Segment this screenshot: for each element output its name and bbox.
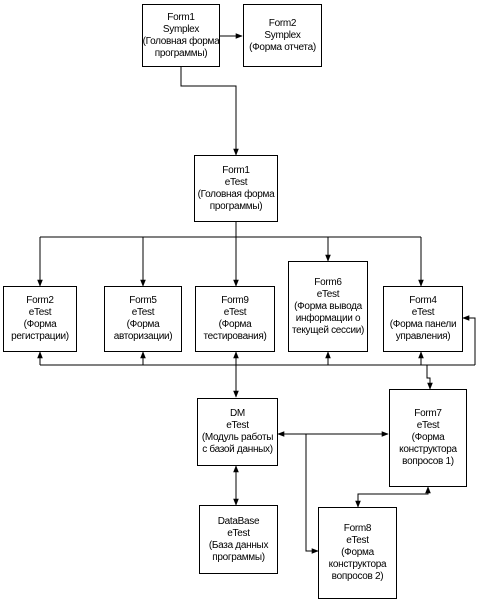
node-app: Symplex xyxy=(264,29,301,41)
edge-bus-form4-right xyxy=(462,315,476,365)
node-desc: программы) xyxy=(212,551,265,563)
node-desc: (Модуль работы xyxy=(201,432,274,443)
node-app: eTest xyxy=(226,420,249,431)
node-form1-etest: Form1 eTest (Головная форма программы) xyxy=(194,155,278,222)
node-form9-etest: Form9 eTest (Форма тестирования) xyxy=(195,286,275,352)
node-desc: (База данных xyxy=(208,539,269,551)
node-desc: авторизации) xyxy=(113,331,173,342)
node-app: eTest xyxy=(346,535,369,546)
node-desc: конструктора xyxy=(399,444,457,455)
node-database-etest: DataBase eTest (База данных программы) xyxy=(199,505,278,574)
node-desc: регистрации) xyxy=(11,331,69,342)
node-desc: (Форма xyxy=(23,319,57,330)
node-desc: (Форма xyxy=(341,547,374,558)
node-form2-etest: Form2 eTest (Форма регистрации) xyxy=(3,286,77,352)
node-desc: вопросов 2) xyxy=(331,571,384,582)
node-title: Form2 xyxy=(268,17,297,29)
node-form4-etest: Form4 eTest (Форма панели управления) xyxy=(383,286,463,352)
node-app: eTest xyxy=(224,176,248,188)
node-desc: (Форма панели xyxy=(389,319,457,330)
node-app: eTest xyxy=(131,307,155,318)
node-form1-symplex: Form1 Symplex (Головная форма программы) xyxy=(142,4,220,67)
node-app: eTest xyxy=(223,307,247,318)
node-title: Form5 xyxy=(129,295,157,306)
node-desc: (Форма xyxy=(411,432,445,443)
node-title: Form6 xyxy=(314,276,342,288)
node-desc: программы) xyxy=(209,200,263,212)
node-title: DataBase xyxy=(217,515,260,527)
node-title: Form1 xyxy=(222,164,250,176)
node-title: Form9 xyxy=(221,295,249,306)
node-desc: (Головная форма xyxy=(197,188,275,200)
node-desc: (Форма отчета) xyxy=(249,41,316,53)
node-dm-etest: DM eTest (Модуль работы с базой данных) xyxy=(197,398,278,466)
node-title: Form7 xyxy=(414,408,442,419)
node-title: Form1 xyxy=(167,11,195,23)
node-desc: с базой данных) xyxy=(202,444,273,455)
node-desc: (Форма вывода xyxy=(294,300,362,312)
node-form5-etest: Form5 eTest (Форма авторизации) xyxy=(104,286,182,352)
node-desc: (Форма xyxy=(126,319,160,330)
node-app: eTest xyxy=(411,307,435,318)
node-title: Form8 xyxy=(343,523,372,534)
edge-form7-form8 xyxy=(355,486,431,508)
node-app: eTest xyxy=(416,420,440,431)
node-desc: вопросов 1) xyxy=(402,456,454,467)
node-form7-etest: Form7 eTest (Форма конструктора вопросов… xyxy=(389,389,467,487)
node-form8-etest: Form8 eTest (Форма конструктора вопросов… xyxy=(318,507,397,599)
node-app: eTest xyxy=(316,288,340,300)
node-title: DM xyxy=(230,408,245,419)
node-app: eTest xyxy=(227,527,250,539)
node-form2-symplex: Form2 Symplex (Форма отчета) xyxy=(243,4,322,67)
node-title: Form2 xyxy=(26,295,54,306)
edge-form1s-form1e xyxy=(180,67,239,156)
node-desc: текущей сессии) xyxy=(291,324,365,336)
edge-dm-form8 xyxy=(305,434,319,554)
node-desc: тестирования) xyxy=(203,331,267,342)
node-desc: (Форма xyxy=(218,319,252,330)
node-app: eTest xyxy=(28,307,52,318)
node-title: Form4 xyxy=(409,295,437,306)
node-form6-etest: Form6 eTest (Форма вывода информации о т… xyxy=(288,261,368,352)
node-desc: управления) xyxy=(395,331,451,342)
node-desc: конструктора xyxy=(328,559,387,570)
node-desc: информации о xyxy=(295,312,361,324)
node-desc: (Головная форма xyxy=(142,35,220,47)
node-desc: программы) xyxy=(154,47,208,59)
edge-bus-form7 xyxy=(426,365,433,390)
node-app: Symplex xyxy=(162,23,200,35)
